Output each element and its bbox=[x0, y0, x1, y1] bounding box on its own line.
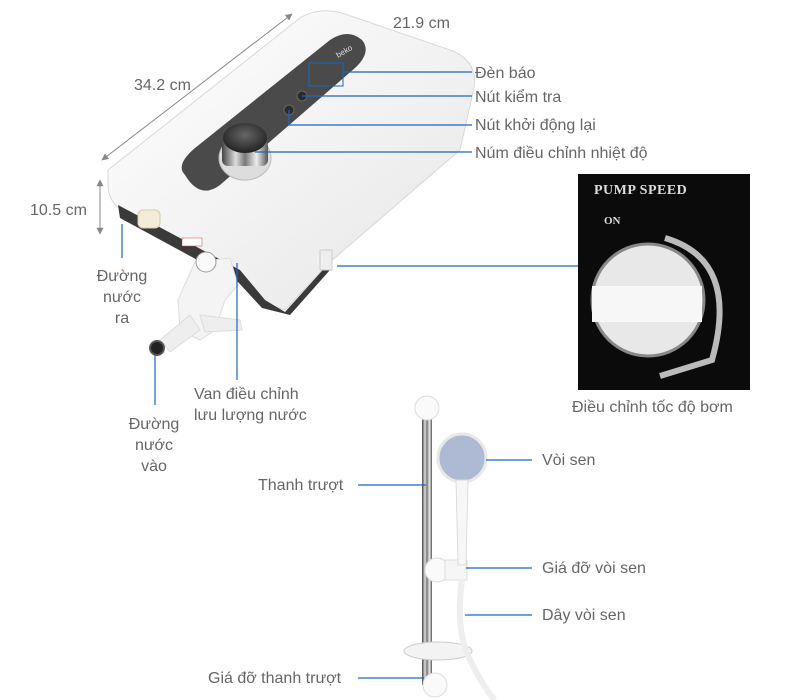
water-inlet-line-1: Đường bbox=[128, 416, 180, 433]
width-label: 21.9 cm bbox=[393, 15, 450, 32]
head-holder-label: Giá đỡ vòi sen bbox=[542, 560, 646, 577]
shower-kit-image bbox=[403, 395, 498, 700]
water-outlet-line-1: Đường bbox=[96, 268, 148, 285]
pump-panel-title: PUMP SPEED bbox=[594, 183, 688, 198]
flow-valve-line-2: lưu lượng nước bbox=[194, 407, 307, 424]
flow-valve-label: Van điều chỉnh lưu lượng nước bbox=[194, 384, 307, 426]
flow-valve-line-1: Van điều chỉnh bbox=[194, 386, 299, 403]
shower-head bbox=[436, 432, 488, 484]
indicator-light bbox=[308, 62, 344, 87]
flow-valve[interactable] bbox=[159, 251, 243, 353]
water-outlet-line-2: nước bbox=[102, 289, 142, 306]
water-inlet-line-3: vào bbox=[141, 458, 167, 475]
slide-bar-label: Thanh trượt bbox=[258, 477, 344, 494]
shower-head-label: Vòi sen bbox=[542, 452, 596, 469]
reset-button-label: Nút khởi động lại bbox=[475, 117, 596, 134]
height-label: 10.5 cm bbox=[30, 202, 87, 219]
hose-label: Dây vòi sen bbox=[542, 607, 626, 624]
length-dimension-line bbox=[101, 13, 293, 161]
length-label: 34.2 cm bbox=[134, 77, 191, 94]
outlet-pipe bbox=[137, 209, 161, 229]
water-inlet-label: Đường nước vào bbox=[120, 414, 188, 477]
water-heater-image: beko bbox=[107, 10, 475, 356]
pump-caption: Điều chỉnh tốc độ bơm bbox=[572, 399, 733, 416]
water-outlet-label: Đường nước ra bbox=[88, 266, 156, 329]
water-outlet-line-3: ra bbox=[114, 310, 130, 327]
inlet-connector bbox=[149, 340, 165, 356]
indicator-light-label: Đèn báo bbox=[475, 65, 536, 82]
pump-speed-panel bbox=[578, 174, 750, 390]
bar-bracket-label: Giá đỡ thanh trượt bbox=[208, 670, 342, 687]
pump-panel-on: ON bbox=[604, 215, 621, 227]
test-button-label: Nút kiểm tra bbox=[475, 89, 562, 106]
leader-lines bbox=[121, 71, 578, 679]
water-inlet-line-2: nước bbox=[134, 437, 174, 454]
temp-knob-label: Núm điều chỉnh nhiệt độ bbox=[475, 145, 648, 162]
